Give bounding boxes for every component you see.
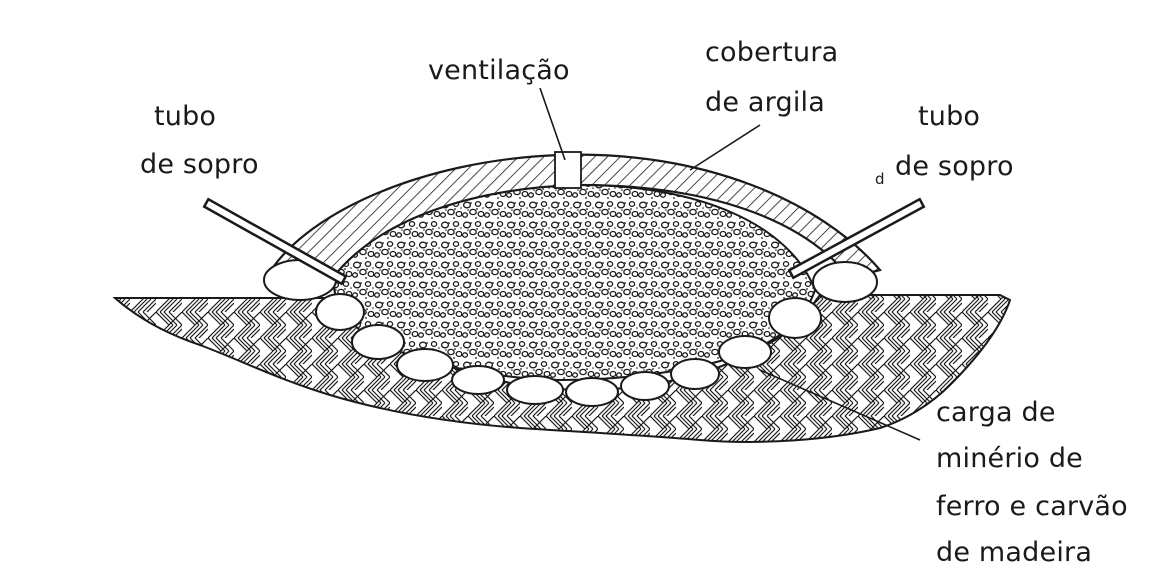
blank-patch xyxy=(335,498,808,574)
label-cobertura-line1: cobertura xyxy=(705,34,838,72)
label-ventilacao: ventilação xyxy=(428,52,570,90)
label-tubo-right-line1: tubo xyxy=(918,98,980,136)
label-carga-line4: de madeira xyxy=(936,534,1092,572)
label-carga-line1: carga de xyxy=(936,394,1056,432)
label-cobertura-line2: de argila xyxy=(705,84,825,122)
stray-mark: d xyxy=(875,170,885,188)
label-carga-line2: minério de xyxy=(936,440,1083,478)
label-tubo-right-line2: de sopro xyxy=(895,148,1014,186)
label-tubo-left-line2: de sopro xyxy=(140,146,259,184)
vent-leader-line xyxy=(540,88,565,160)
vent-opening xyxy=(555,152,581,188)
label-tubo-left-line1: tubo xyxy=(154,98,216,136)
label-carga-line3: ferro e carvão xyxy=(936,488,1128,526)
clay-leader-line xyxy=(690,125,760,170)
